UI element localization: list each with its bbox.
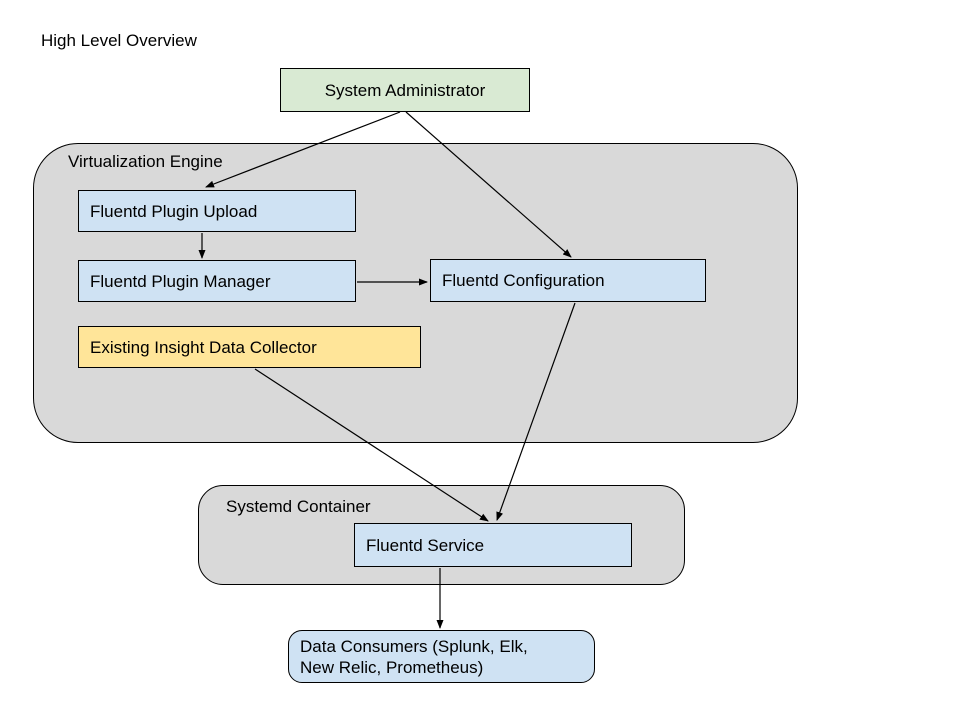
node-data-consumers-label: Data Consumers (Splunk, Elk, New Relic, … [300,636,528,677]
node-system-administrator: System Administrator [280,68,530,112]
node-fluentd-service-label: Fluentd Service [366,535,485,555]
diagram-title: High Level Overview [41,31,197,50]
node-system-administrator-label: System Administrator [324,80,486,100]
node-fluentd-configuration-label: Fluentd Configuration [442,271,605,290]
container-virtualization-engine-label: Virtualization Engine [68,152,223,171]
container-systemd-container-label: Systemd Container [226,497,371,516]
node-fluentd-configuration: Fluentd Configuration [430,259,706,302]
node-fluentd-plugin-manager: Fluentd Plugin Manager [78,260,356,302]
node-fluentd-service: Fluentd Service [354,523,632,567]
node-existing-insight-data-collector-label: Existing Insight Data Collector [90,337,317,357]
node-existing-insight-data-collector: Existing Insight Data Collector [78,326,421,368]
node-fluentd-plugin-manager-label: Fluentd Plugin Manager [90,271,271,291]
node-fluentd-plugin-upload: Fluentd Plugin Upload [78,190,356,232]
node-fluentd-plugin-upload-label: Fluentd Plugin Upload [90,201,258,221]
node-data-consumers: Data Consumers (Splunk, Elk, New Relic, … [288,630,595,683]
